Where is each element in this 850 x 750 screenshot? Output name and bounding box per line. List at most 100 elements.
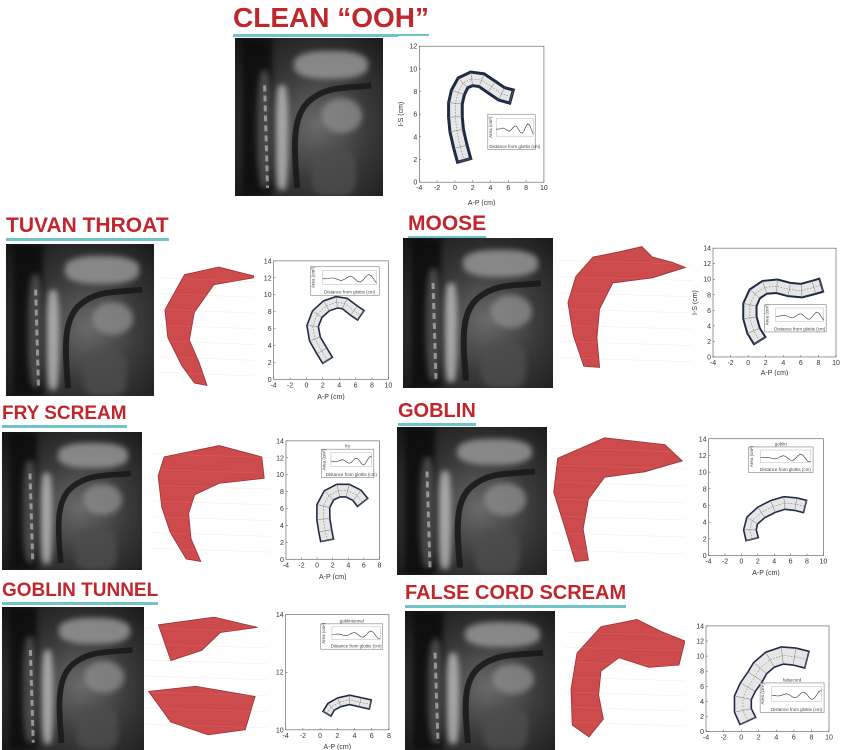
- x-tick-label: 4: [346, 562, 350, 569]
- plot-title: goblin: [775, 441, 788, 446]
- x-tick-label: 4: [772, 559, 776, 566]
- y-tick-label: 6: [268, 326, 272, 333]
- y-tick-label: 10: [276, 727, 284, 734]
- mri-image: [235, 38, 383, 196]
- model-surface: [157, 445, 265, 562]
- x-tick-label: 0: [746, 360, 750, 367]
- y-tick-label: 10: [264, 292, 272, 299]
- y-tick-label: 4: [413, 134, 417, 141]
- inset-x-label: Distance from glottis (cm): [331, 644, 383, 649]
- y-tick-label: 12: [696, 639, 704, 646]
- x-tick-label: -4: [416, 185, 422, 192]
- x-tick-label: 10: [825, 735, 833, 742]
- x-tick-label: 2: [331, 562, 335, 569]
- model-3d: [159, 262, 259, 388]
- y-tick-label: 0: [700, 729, 704, 736]
- plot-title: goblintunnel: [340, 618, 364, 623]
- plot-title: falsecord: [783, 677, 802, 682]
- x-tick-label: -4: [705, 559, 711, 566]
- y-tick-label: 12: [276, 670, 284, 677]
- x-tick-label: -2: [434, 185, 440, 192]
- x-tick-label: 2: [756, 559, 760, 566]
- y-tick-label: 6: [280, 506, 284, 513]
- model-3d: [145, 612, 271, 740]
- x-tick-label: 2: [757, 735, 761, 742]
- tract-outline: [742, 495, 808, 542]
- x-tick-label: 4: [337, 382, 341, 389]
- model-3d: [559, 244, 693, 374]
- mri-image: [6, 244, 154, 396]
- x-tick-label: 0: [304, 382, 308, 389]
- x-tick-label: 10: [540, 185, 548, 192]
- x-tick-label: 6: [362, 562, 366, 569]
- y-tick-label: 14: [276, 612, 284, 619]
- model-surface: [147, 616, 258, 736]
- x-tick-label: 4: [489, 185, 493, 192]
- y-tick-label: 4: [707, 323, 711, 330]
- x-tick-label: 8: [809, 735, 813, 742]
- x-tick-label: 10: [385, 382, 393, 389]
- y-tick-label: 10: [703, 277, 711, 284]
- vocal-tract-model-3d: [564, 618, 686, 738]
- y-tick-label: 2: [280, 540, 284, 547]
- x-tick-label: -4: [283, 562, 289, 569]
- x-tick-label: 8: [387, 733, 391, 740]
- x-tick-label: 8: [805, 559, 809, 566]
- x-axis-label: A-P (cm): [761, 370, 788, 376]
- x-tick-label: 2: [764, 360, 768, 367]
- y-tick-label: 10: [699, 470, 707, 477]
- y-axis-label: I-S (cm): [692, 290, 699, 315]
- x-tick-label: 8: [370, 382, 374, 389]
- y-tick-label: 12: [276, 455, 284, 462]
- x-tick-label: -2: [287, 382, 293, 389]
- x-tick-label: 0: [318, 733, 322, 740]
- panel-title: GOBLIN TUNNEL: [2, 581, 159, 605]
- x-tick-label: 8: [524, 185, 528, 192]
- panel-title: FALSE CORD SCREAM: [405, 583, 627, 608]
- panel-title: MOOSE: [408, 213, 487, 239]
- x-tick-label: 4: [781, 360, 785, 367]
- inset-x-label: Distance from glottis (cm): [774, 326, 826, 331]
- y-tick-label: 0: [280, 557, 284, 564]
- y-tick-label: 4: [700, 699, 704, 706]
- x-tick-label: 10: [832, 360, 840, 367]
- x-tick-label: 6: [792, 735, 796, 742]
- model-surface: [164, 266, 259, 387]
- x-tick-label: -4: [703, 735, 709, 742]
- area-inset: [764, 304, 827, 333]
- y-tick-label: 4: [280, 523, 284, 530]
- y-tick-label: 0: [703, 553, 707, 560]
- y-tick-label: 4: [268, 343, 272, 350]
- y-tick-label: 6: [413, 112, 417, 119]
- x-tick-label: 6: [506, 185, 510, 192]
- panel-title: TUVAN THROAT: [6, 215, 169, 241]
- panel-title: CLEAN “OOH”: [233, 4, 429, 37]
- area-inset: [320, 623, 384, 650]
- inset-x-label: Distance from glottis (cm): [489, 144, 541, 149]
- mri-image: [397, 427, 547, 575]
- inset-y-label: Area (cm²): [321, 449, 326, 471]
- y-tick-label: 8: [280, 489, 284, 496]
- y-tick-label: 10: [276, 472, 284, 479]
- x-tick-label: 0: [739, 559, 743, 566]
- x-tick-label: -2: [298, 562, 304, 569]
- y-tick-label: 14: [699, 436, 707, 443]
- x-tick-label: 6: [799, 360, 803, 367]
- x-tick-label: 8: [816, 360, 820, 367]
- x-tick-label: 6: [370, 733, 374, 740]
- area-inset: [487, 113, 536, 150]
- y-tick-label: 14: [696, 623, 704, 630]
- y-tick-label: 2: [413, 157, 417, 164]
- model-3d: [550, 431, 686, 567]
- panel-title: FRY SCREAM: [2, 404, 127, 428]
- x-tick-label: 0: [739, 735, 743, 742]
- area-inset: [759, 682, 825, 713]
- y-tick-label: 12: [264, 275, 272, 282]
- x-tick-label: -2: [720, 735, 726, 742]
- inset-x-label: Distance from glottis (cm): [324, 290, 376, 295]
- plot-axes: [705, 625, 830, 732]
